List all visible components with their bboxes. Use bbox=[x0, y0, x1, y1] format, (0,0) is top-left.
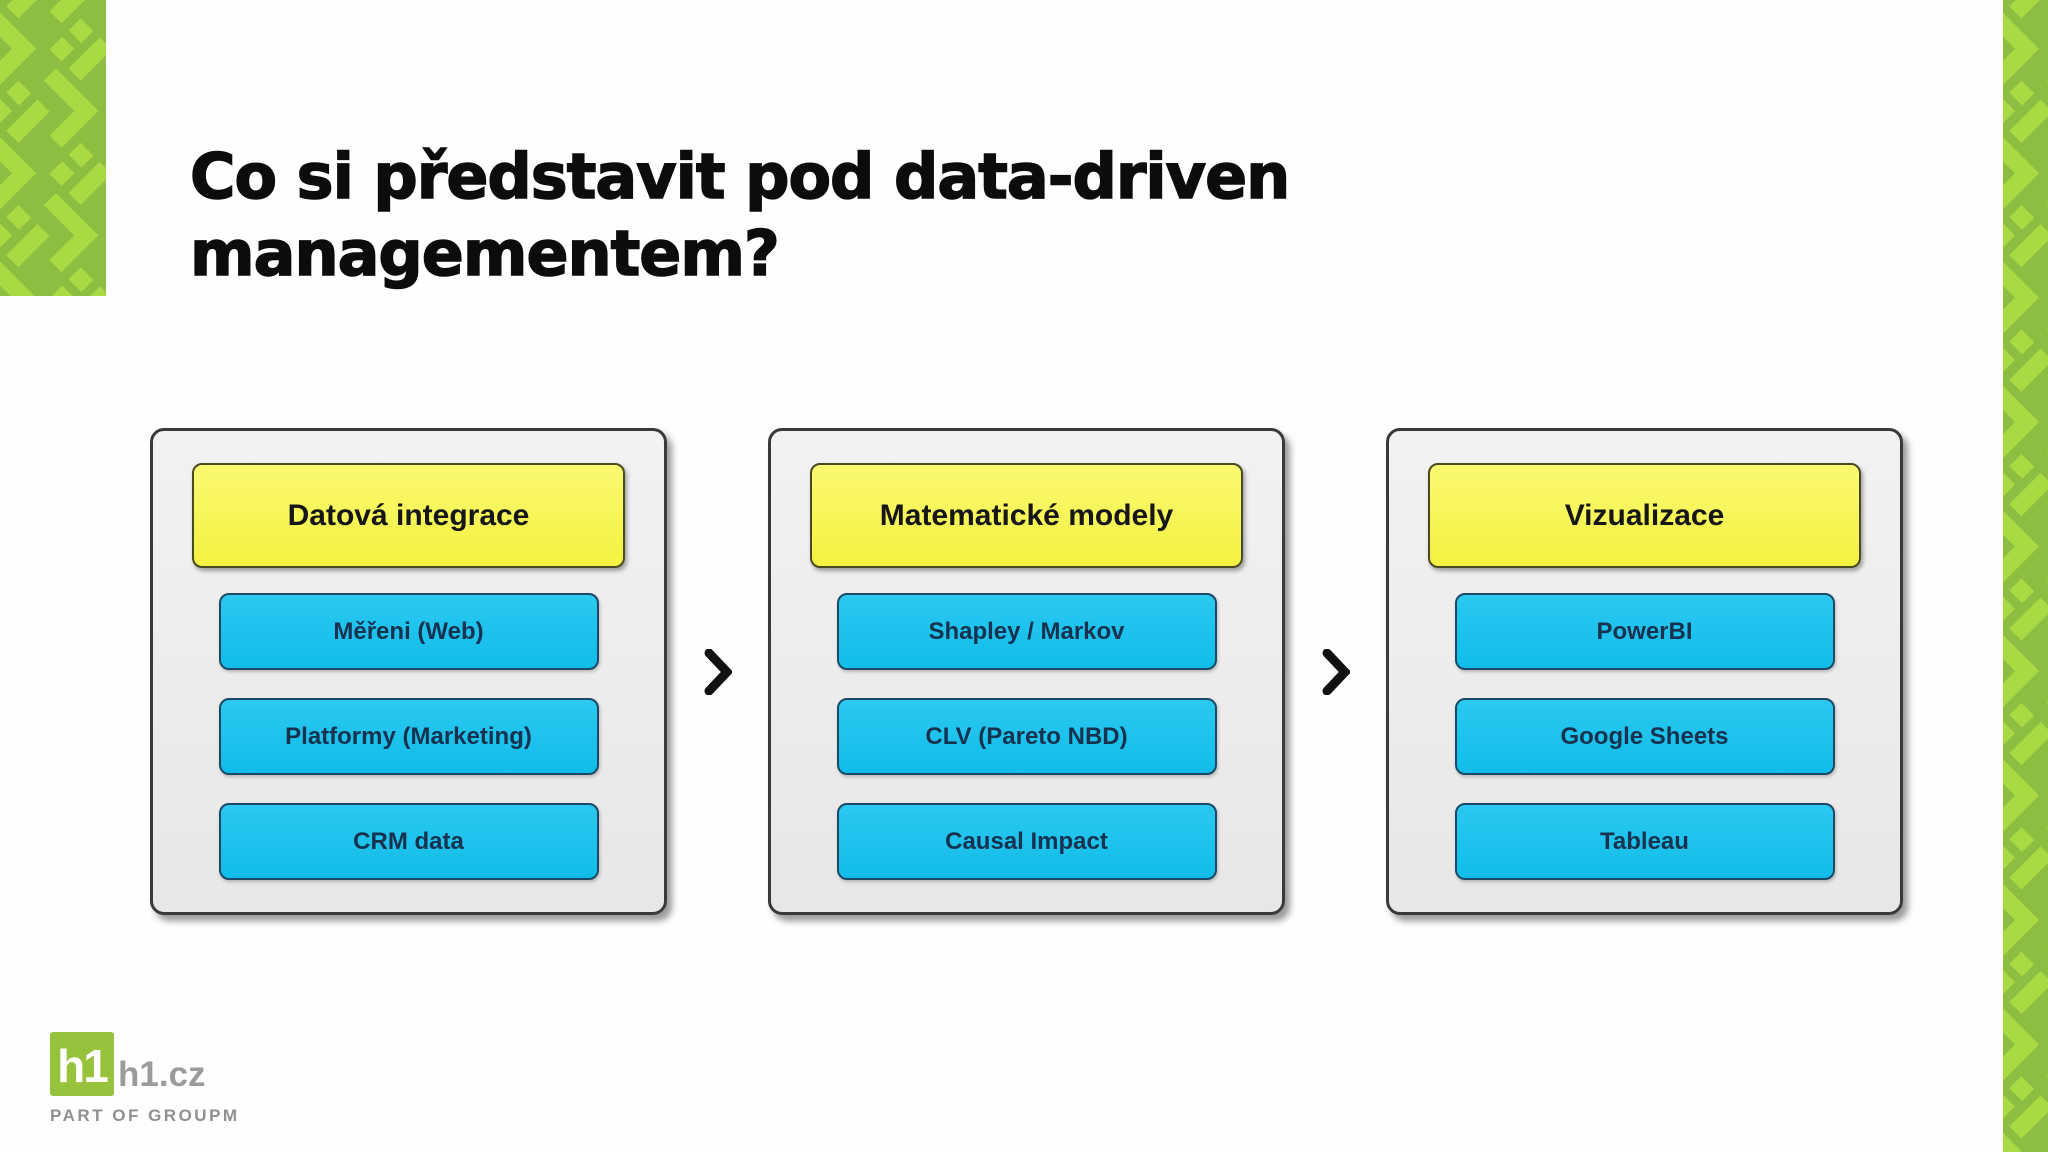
logo-mark-text: h1 bbox=[57, 1040, 108, 1092]
brand-pattern-right bbox=[2003, 0, 2048, 1152]
panel-header: Matematické modely bbox=[810, 463, 1243, 568]
panel-item: Shapley / Markov bbox=[836, 593, 1217, 670]
chevron-right-icon bbox=[1322, 648, 1350, 695]
panel-header: Datová integrace bbox=[192, 463, 625, 568]
panel-data-integration: Datová integrace Měřeni (Web) Platformy … bbox=[150, 428, 667, 915]
h1cz-logo-icon: h1 bbox=[50, 1032, 114, 1096]
panel-item: CLV (Pareto NBD) bbox=[836, 698, 1217, 775]
panel-item: Google Sheets bbox=[1454, 698, 1835, 775]
page-title-line2: managementem? bbox=[189, 216, 780, 291]
panel-item: Platformy (Marketing) bbox=[218, 698, 599, 775]
panel-item: CRM data bbox=[218, 803, 599, 880]
brand-pattern-left bbox=[0, 0, 106, 296]
page-title-line1: Co si představit pod data-driven bbox=[189, 139, 1291, 214]
panel-math-models: Matematické modely Shapley / Markov CLV … bbox=[768, 428, 1285, 915]
chevron-right-icon bbox=[704, 648, 732, 695]
logo-tagline: PART OF GROUPM bbox=[50, 1106, 240, 1125]
panel-header: Vizualizace bbox=[1428, 463, 1861, 568]
page-title: Co si představit pod data-driven managem… bbox=[189, 138, 1690, 292]
panel-item: Causal Impact bbox=[836, 803, 1217, 880]
panel-visualization: Vizualizace PowerBI Google Sheets Tablea… bbox=[1386, 428, 1903, 915]
panel-item: PowerBI bbox=[1454, 593, 1835, 670]
panel-item: Tableau bbox=[1454, 803, 1835, 880]
flow-diagram: Datová integrace Měřeni (Web) Platformy … bbox=[150, 428, 1903, 915]
logo-wordmark: h1.cz bbox=[118, 1055, 206, 1094]
panel-item: Měřeni (Web) bbox=[218, 593, 599, 670]
footer-logo-block: h1 h1.cz PART OF GROUPM bbox=[50, 1032, 240, 1126]
